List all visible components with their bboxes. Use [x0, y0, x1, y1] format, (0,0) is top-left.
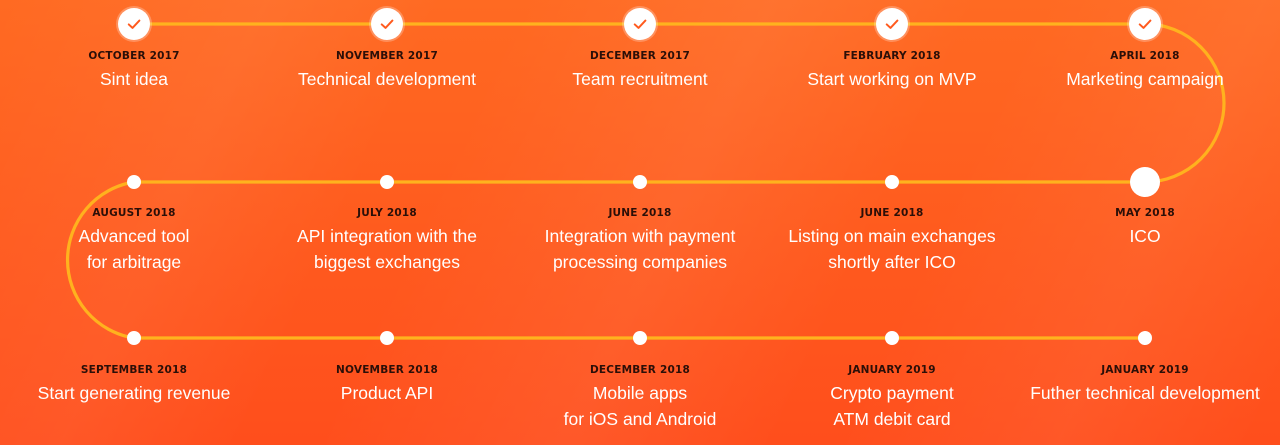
milestone-date: JULY 2018 — [357, 207, 417, 219]
check-icon — [631, 15, 649, 33]
milestone-node — [380, 331, 394, 345]
milestone-date: OCTOBER 2017 — [88, 50, 180, 62]
milestone-node-completed — [624, 8, 656, 40]
milestone-description: Crypto payment ATM debit card — [830, 383, 954, 429]
milestone-node — [127, 331, 141, 345]
milestone-date: AUGUST 2018 — [92, 207, 176, 219]
milestone-date: NOVEMBER 2018 — [336, 364, 438, 376]
milestone-date: JUNE 2018 — [860, 207, 924, 219]
milestone-node — [633, 175, 647, 189]
milestone-description: Start generating revenue — [37, 383, 231, 403]
milestone-description: Team recruitment — [572, 69, 708, 89]
milestone-date: FEBRUARY 2018 — [843, 50, 941, 62]
check-icon — [883, 15, 901, 33]
milestone-description: Listing on main exchanges shortly after … — [788, 226, 996, 272]
check-icon — [378, 15, 396, 33]
check-icon-svg — [1138, 19, 1152, 29]
milestone-node — [127, 175, 141, 189]
check-icon-svg — [633, 19, 647, 29]
milestone-description: Advanced tool for arbitrage — [78, 226, 190, 272]
check-icon — [1136, 15, 1154, 33]
check-mark — [885, 19, 899, 29]
check-mark — [1138, 19, 1152, 29]
milestone-description: Futher technical development — [1030, 383, 1260, 403]
milestone-date: MAY 2018 — [1115, 207, 1175, 219]
milestone-node — [380, 175, 394, 189]
check-icon — [125, 15, 143, 33]
check-icon-svg — [885, 19, 899, 29]
milestone-node-completed — [1129, 8, 1161, 40]
milestone-date: NOVEMBER 2017 — [336, 50, 438, 62]
check-mark — [380, 19, 394, 29]
milestone-date: APRIL 2018 — [1110, 50, 1180, 62]
milestone-description: Integration with payment processing comp… — [544, 226, 736, 272]
check-mark — [127, 19, 141, 29]
milestone-date: DECEMBER 2018 — [590, 364, 690, 376]
milestone-node — [1138, 331, 1152, 345]
milestone-node — [885, 331, 899, 345]
milestone-description: Product API — [340, 383, 434, 403]
milestone-description: Technical development — [297, 69, 477, 89]
milestone-date: JUNE 2018 — [608, 207, 672, 219]
check-icon-svg — [380, 19, 394, 29]
milestone-description: Sint idea — [99, 69, 169, 89]
milestone-date: JANUARY 2019 — [848, 364, 936, 376]
milestone-node — [633, 331, 647, 345]
milestone-description: Start working on MVP — [807, 69, 977, 89]
check-icon-svg — [127, 19, 141, 29]
milestone-node-completed — [876, 8, 908, 40]
milestone-date: JANUARY 2019 — [1101, 364, 1189, 376]
milestone-node — [885, 175, 899, 189]
milestone-node-completed — [371, 8, 403, 40]
check-mark — [633, 19, 647, 29]
milestone-date: DECEMBER 2017 — [590, 50, 690, 62]
milestone-description: Marketing campaign — [1066, 69, 1224, 89]
milestone-description: ICO — [1129, 226, 1161, 246]
milestone-date: SEPTEMBER 2018 — [80, 364, 188, 376]
milestone-node-completed — [118, 8, 150, 40]
milestone-node-current — [1130, 167, 1160, 197]
milestone-description: API integration with the biggest exchang… — [297, 226, 477, 272]
milestone-description: Mobile apps for iOS and Android — [563, 383, 717, 429]
